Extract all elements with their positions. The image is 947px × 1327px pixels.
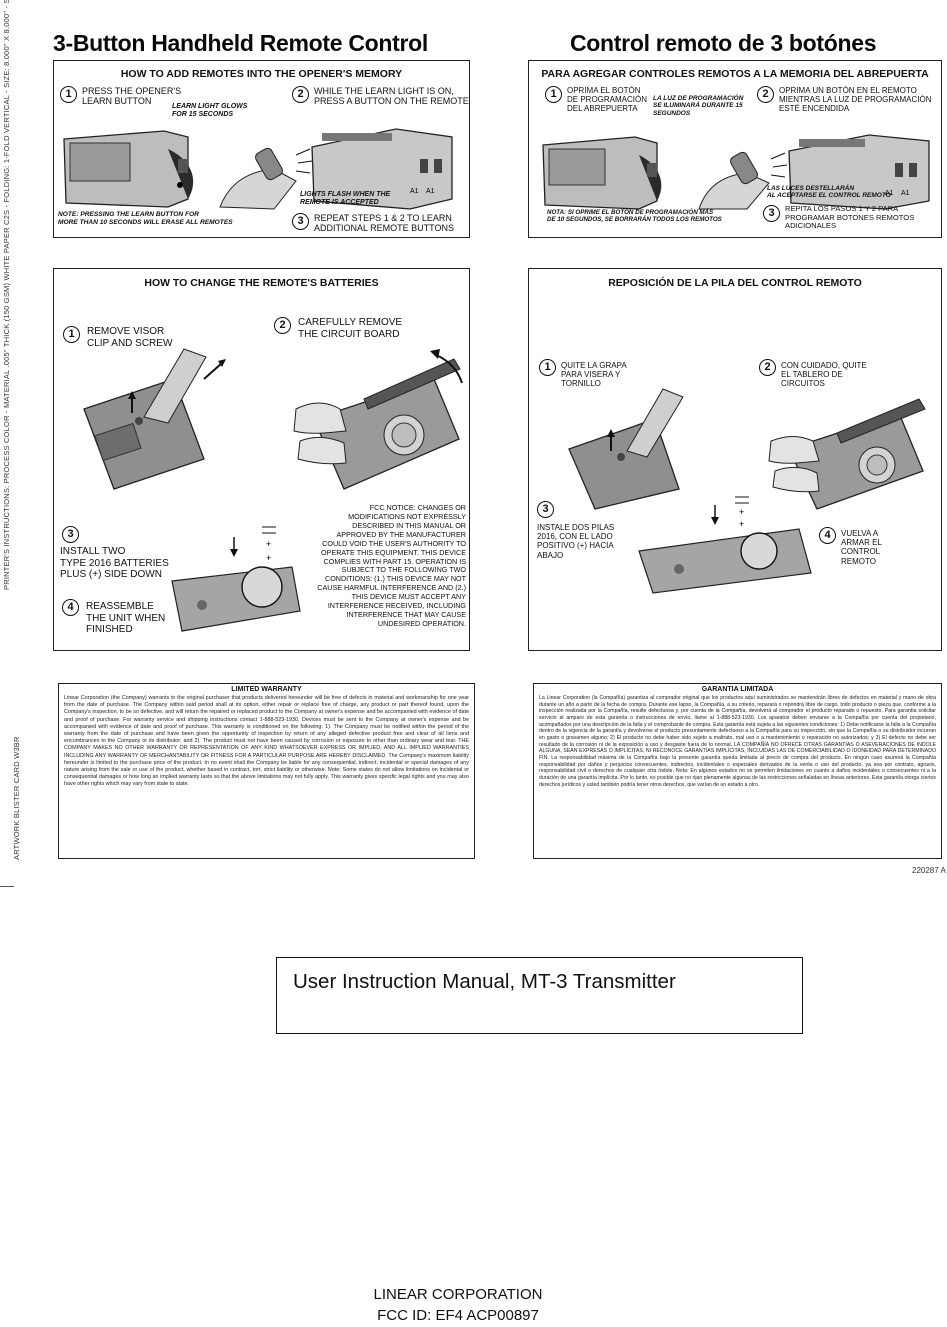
warranty-body: Linear Corporation (the Company) warrant…: [64, 695, 469, 788]
step-text: REASSEMBLE THE UNIT WHEN FINISHED: [86, 601, 186, 636]
add-remotes-panel-es: PARA AGREGAR CONTROLES REMOTOS A LA MEMO…: [528, 60, 942, 238]
panel-title: PARA AGREGAR CONTROLES REMOTOS A LA MEMO…: [529, 68, 941, 80]
manual-label: User Instruction Manual, MT-3 Transmitte…: [293, 970, 676, 994]
step-number: 2: [292, 86, 309, 103]
step-note: LEARN LIGHT GLOWS FOR 15 SECONDS: [172, 103, 247, 119]
svg-text:A1: A1: [410, 188, 419, 195]
artwork-label: ARTWORK BLISTER CARD W3BR: [12, 736, 21, 860]
fcc-notice: FCC NOTICE: CHANGES OR MODIFICATIONS NOT…: [304, 504, 466, 629]
svg-text:+: +: [266, 553, 271, 563]
step-number: 2: [274, 317, 291, 334]
step-text: CAREFULLY REMOVE THE CIRCUIT BOARD: [298, 317, 428, 340]
step-text: INSTALL TWO TYPE 2016 BATTERIES PLUS (+)…: [60, 546, 190, 581]
warranty-title: GARANTIA LIMITADA: [534, 686, 941, 693]
step-number: 4: [819, 527, 836, 544]
battery-install-illustration: + +: [172, 521, 302, 641]
erase-note: NOTA: SI OPRIME EL BOTÓN DE PROGRAMACIÓN…: [547, 209, 722, 223]
step-number: 3: [292, 213, 309, 230]
step-number: 2: [757, 86, 774, 103]
battery-panel-en: HOW TO CHANGE THE REMOTE'S BATTERIES 1 R…: [53, 268, 470, 651]
document-code: 220287 A: [912, 866, 946, 875]
step-number: 2: [759, 359, 776, 376]
step-text: VUELVA A ARMAR EL CONTROL REMOTO: [841, 529, 921, 566]
opener-illustration: A1 A1: [60, 119, 460, 209]
step-number: 3: [62, 526, 79, 543]
svg-text:A1: A1: [426, 188, 435, 195]
panel-title: REPOSICIÓN DE LA PILA DEL CONTROL REMOTO: [529, 277, 941, 289]
svg-text:+: +: [739, 519, 744, 529]
step-number: 4: [62, 599, 79, 616]
panel-title: HOW TO CHANGE THE REMOTE'S BATTERIES: [54, 277, 469, 289]
step-number: 3: [537, 501, 554, 518]
battery-panel-es: REPOSICIÓN DE LA PILA DEL CONTROL REMOTO…: [528, 268, 942, 651]
warranty-panel-es: GARANTIA LIMITADA La Linear Corporation …: [533, 683, 942, 859]
step-text: OPRIMA UN BOTÓN EN EL REMOTO MIENTRAS LA…: [779, 86, 942, 114]
add-remotes-panel-en: HOW TO ADD REMOTES INTO THE OPENER'S MEM…: [53, 60, 470, 238]
printer-sidebar: PRINTER'S INSTRUCTIONS: PROCESS COLOR - …: [0, 0, 22, 900]
step-note: LAS LUCES DESTELLARÁN AL ACEPTARSE EL CO…: [767, 185, 891, 200]
manual-label-box: User Instruction Manual, MT-3 Transmitte…: [276, 957, 803, 1034]
step-number: 1: [545, 86, 562, 103]
step-number: 1: [539, 359, 556, 376]
svg-text:A1: A1: [901, 190, 910, 197]
step-number: 3: [763, 205, 780, 222]
sidebar-divider: [0, 886, 14, 887]
step-note: LIGHTS FLASH WHEN THE REMOTE IS ACCEPTED: [300, 191, 390, 207]
svg-text:+: +: [739, 507, 744, 517]
battery-install-illustration: + +: [639, 491, 839, 601]
warranty-panel-en: LIMITED WARRANTY Linear Corporation (the…: [58, 683, 475, 859]
company-name: LINEAR CORPORATION: [374, 1286, 543, 1303]
warranty-title: LIMITED WARRANTY: [59, 686, 474, 693]
panel-title: HOW TO ADD REMOTES INTO THE OPENER'S MEM…: [54, 68, 469, 80]
fcc-id: FCC ID: EF4 ACP00897: [377, 1307, 539, 1324]
svg-text:+: +: [266, 539, 271, 549]
step-text: OPRIMA EL BOTÓN DE PROGRAMACIÓN DEL ABRE…: [567, 86, 657, 114]
step-text: INSTALE DOS PILAS 2016, CON EL LADO POSI…: [537, 523, 637, 560]
warranty-body: La Linear Corporation (la Compañía) gara…: [539, 695, 936, 788]
step-number: 1: [60, 86, 77, 103]
step-text: REPITA LOS PASOS 1 Y 2 PARA PROGRAMAR BO…: [785, 205, 942, 231]
remote-disassembly-illustration: [559, 379, 929, 509]
remote-disassembly-illustration: [64, 339, 464, 509]
step-text: WHILE THE LEARN LIGHT IS ON, PRESS A BUT…: [314, 86, 470, 107]
step-note: LA LUZ DE PROGRAMACIÓN SE ILUMINARÁ DURA…: [653, 95, 743, 117]
title-spanish: Control remoto de 3 botónes: [570, 30, 876, 57]
step-text: REPEAT STEPS 1 & 2 TO LEARN ADDITIONAL R…: [314, 213, 470, 234]
erase-note: NOTE: PRESSING THE LEARN BUTTON FOR MORE…: [58, 211, 233, 226]
title-english: 3-Button Handheld Remote Control: [53, 30, 428, 57]
printer-instructions: PRINTER'S INSTRUCTIONS: PROCESS COLOR - …: [2, 0, 11, 590]
